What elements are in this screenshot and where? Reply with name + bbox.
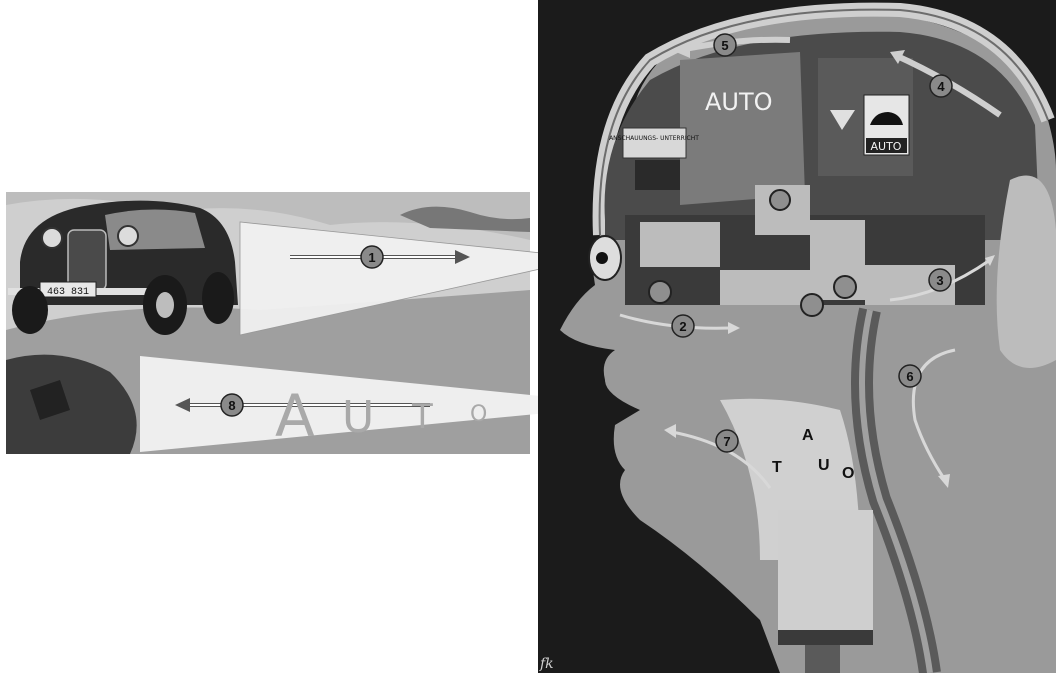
- spoken-letter-u: U: [342, 392, 374, 443]
- car-hubcap: [156, 292, 174, 318]
- gear-icon-2: [801, 294, 823, 316]
- screen-wall: [680, 52, 805, 205]
- step-label-6: 6: [906, 369, 913, 384]
- voicebox-base: [778, 630, 873, 645]
- license-plate-text: 463 831: [47, 287, 89, 298]
- car-wheel-front-left: [12, 286, 48, 334]
- car-wheel-rear: [202, 272, 234, 324]
- step-label-7: 7: [723, 434, 730, 449]
- step-label-3: 3: [936, 273, 943, 288]
- ear-machinery: [997, 176, 1056, 368]
- car-headlight-right: [118, 226, 138, 246]
- tube-letter-t: T: [772, 459, 782, 476]
- artist-signature: fk: [539, 656, 554, 672]
- step-label-2: 2: [679, 319, 686, 334]
- spoken-letter-o: O: [470, 402, 487, 427]
- gear-icon-4: [834, 276, 856, 298]
- car-headlight-left: [42, 228, 62, 248]
- step-label-4: 4: [937, 79, 945, 94]
- voicebox-stem: [805, 645, 840, 673]
- gear-icon-3: [770, 190, 790, 210]
- wall-word: AUTO: [705, 88, 773, 116]
- spoken-letter-a: A: [275, 382, 315, 450]
- tube-letter-u: U: [818, 457, 830, 474]
- voicebox-pipes: [778, 510, 873, 645]
- machine-block-2: [720, 270, 810, 305]
- spoken-letter-t: T: [411, 397, 433, 437]
- step-label-5: 5: [721, 38, 728, 53]
- car-grille: [68, 230, 106, 290]
- instruction-board-text: ANSCHAUUNGS- UNTERRICHT: [609, 135, 699, 142]
- instruction-board: [623, 128, 686, 158]
- tube-letter-a: A: [802, 427, 814, 444]
- eye-pupil: [596, 252, 608, 264]
- poster-word: AUTO: [871, 140, 902, 153]
- desk: [635, 160, 680, 190]
- step-label-8: 8: [228, 398, 235, 413]
- machine-block-1: [640, 222, 720, 267]
- step-label-1: 1: [368, 250, 375, 265]
- tube-letter-o: O: [842, 465, 854, 482]
- gear-icon: [649, 281, 671, 303]
